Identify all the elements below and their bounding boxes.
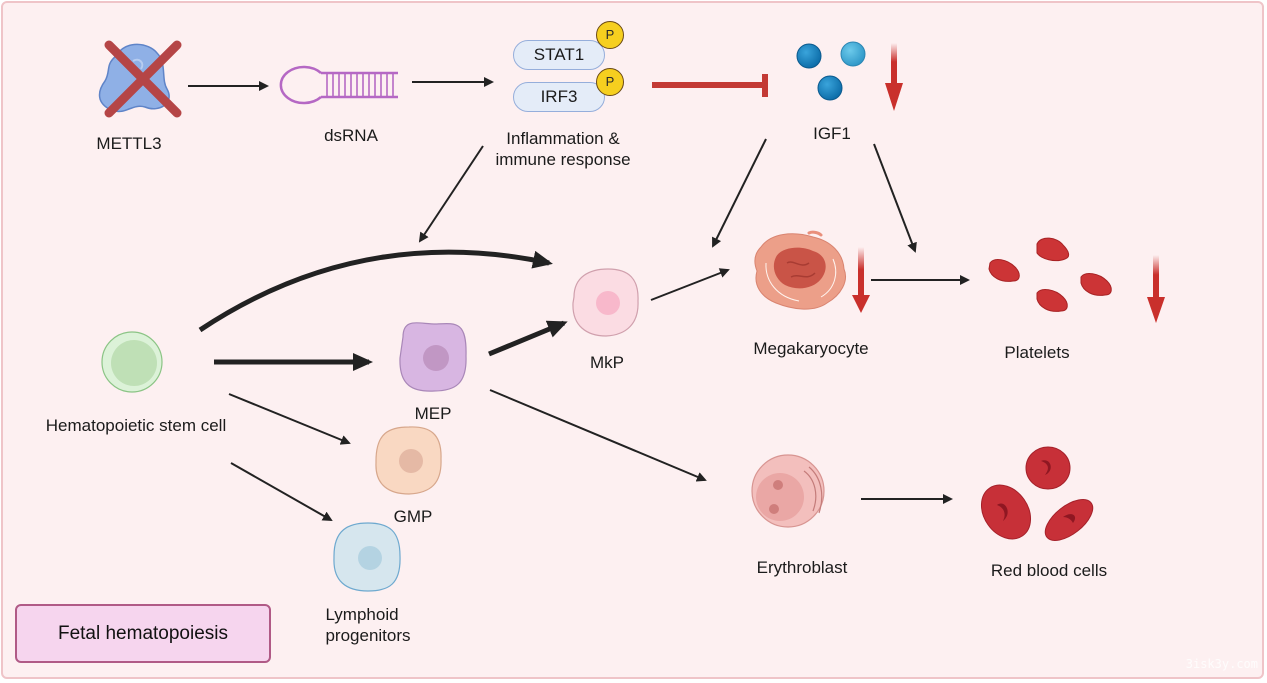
arrow-igf1-to-platelet-path — [873, 143, 917, 253]
title-box: Fetal hematopoiesis — [15, 604, 271, 663]
label-rbc: Red blood cells — [990, 561, 1108, 580]
arrow-mep-to-erythroblast — [489, 389, 707, 482]
label-hsc: Hematopoietic stem cell — [45, 416, 227, 435]
watermark: 3isk3y.com — [1185, 657, 1258, 671]
label-platelets: Platelets — [1004, 343, 1070, 362]
arrow-hsc-to-mkp-direct — [198, 249, 553, 333]
label-lymphoid-line2: progenitors — [325, 626, 411, 645]
arrow-hsc-to-gmp — [228, 393, 351, 445]
label-inflammation: Inflammation & immune response — [495, 128, 630, 170]
label-inflammation-line2: immune response — [495, 150, 631, 169]
label-igf1: IGF1 — [813, 124, 851, 143]
mkp-cell-icon — [572, 268, 639, 337]
label-dsrna: dsRNA — [324, 126, 378, 145]
arrow-igf1-to-mkp-path — [712, 138, 767, 248]
label-inflammation-line1: Inflammation & — [506, 129, 620, 148]
decrease-arrow-igf1-icon — [885, 43, 903, 111]
lymphoid-cell-icon — [333, 522, 401, 592]
irf3-protein: IRF3 — [513, 82, 605, 112]
decrease-arrow-platelets-icon — [1147, 255, 1165, 323]
igf1-molecules-icon — [796, 41, 866, 101]
label-gmp: GMP — [393, 507, 433, 526]
label-erythroblast: Erythroblast — [756, 558, 848, 577]
decrease-arrow-megakaryocyte-icon — [852, 247, 870, 313]
red-blood-cells-icon — [980, 446, 1094, 541]
erythroblast-cell-icon — [751, 454, 825, 528]
arrow-mep-to-mkp — [488, 320, 568, 357]
stat1-protein: STAT1 — [513, 40, 605, 70]
mettl3-knockout-icon — [98, 40, 182, 118]
label-lymphoid: Lymphoid progenitors — [325, 604, 410, 646]
megakaryocyte-cell-icon — [754, 230, 846, 310]
label-lymphoid-line1: Lymphoid — [325, 605, 399, 624]
arrow-mkp-to-megakaryocyte — [650, 268, 730, 301]
label-mkp: MkP — [590, 353, 624, 372]
label-mettl3: METTL3 — [96, 134, 162, 153]
hsc-cell-icon — [101, 331, 163, 393]
phospho-badge-stat1: P — [596, 21, 624, 49]
label-megakaryocyte: Megakaryocyte — [753, 339, 869, 358]
mep-cell-icon — [399, 322, 467, 392]
phospho-badge-irf3: P — [596, 68, 624, 96]
arrow-hsc-to-lymphoid — [230, 462, 333, 521]
inhibition-arrow-stat-to-igf1 — [652, 74, 768, 97]
label-mep: MEP — [414, 404, 452, 423]
platelets-icon — [988, 237, 1112, 312]
gmp-cell-icon — [375, 426, 442, 495]
arrow-inflammation-to-mkp-path — [418, 145, 484, 243]
dsrna-hairpin-icon — [279, 65, 398, 105]
